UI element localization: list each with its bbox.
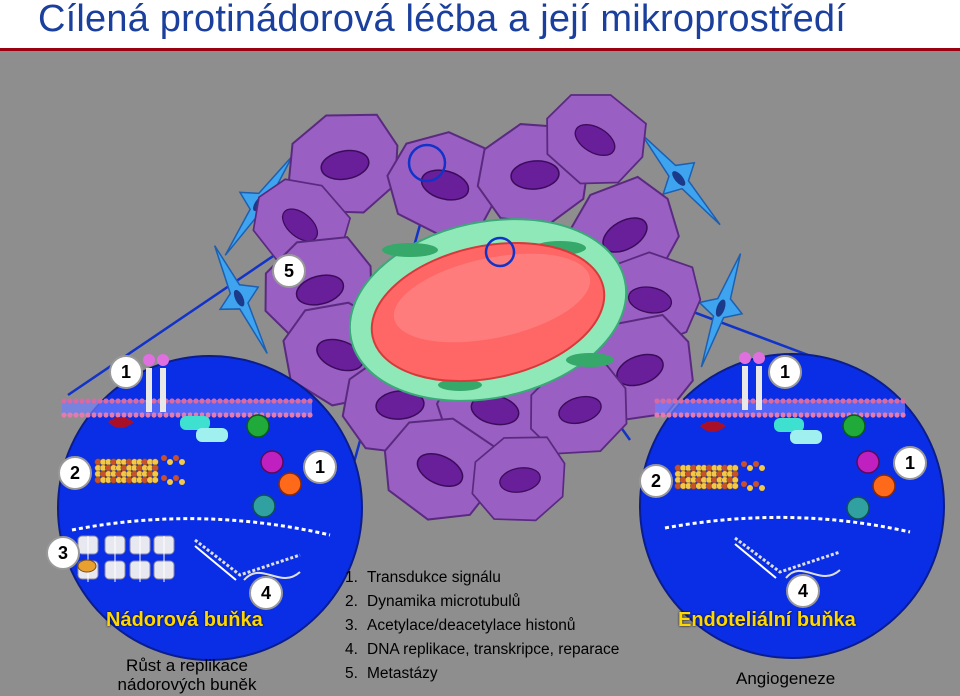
endothelial-cell-panel	[639, 352, 945, 659]
marker-right-signal: 1	[893, 446, 927, 480]
marker-left-dna: 4	[249, 576, 283, 610]
signal-protein-cyan	[774, 418, 804, 432]
tumor-cell-label: Nádorová buňka	[106, 609, 263, 631]
marker-left-microtubule: 2	[58, 456, 92, 490]
histone-enzyme	[77, 559, 97, 573]
kinase-teal	[846, 496, 870, 520]
receptor	[143, 354, 169, 412]
marker-right-receptor: 1	[768, 355, 802, 389]
tumor-cell-caption: Růst a replikace nádorových buněk	[92, 656, 282, 694]
zoom-circle-endothelial	[484, 236, 516, 268]
signal-protein-lightblue	[196, 428, 228, 442]
kinase-green	[246, 414, 270, 438]
nuclear-membrane	[71, 517, 331, 537]
legend-item: 3.Acetylace/deacetylace histonů	[345, 617, 576, 634]
signal-protein-red	[108, 417, 134, 428]
legend-list: 1.Transdukce signálu 2.Dynamika microtub…	[345, 566, 619, 686]
cell-membrane	[61, 398, 313, 418]
kinase-magenta	[856, 450, 880, 474]
signal-protein-cyan	[180, 416, 210, 430]
microtubule	[94, 455, 185, 485]
kinase-orange	[872, 474, 896, 498]
dna-replication-fork	[194, 538, 301, 581]
zoom-circle-tumor	[407, 143, 447, 183]
marker-left-histone: 3	[46, 536, 80, 570]
marker-metastasis: 5	[272, 254, 306, 288]
kinase-green	[842, 414, 866, 438]
dna-replication-fork	[734, 536, 841, 579]
legend-item: 1.Transdukce signálu	[345, 569, 501, 586]
marker-left-receptor: 1	[109, 355, 143, 389]
endothelial-cell-label: Endoteliální buňka	[678, 609, 856, 631]
kinase-magenta	[260, 450, 284, 474]
legend-item: 4.DNA replikace, transkripce, reparace	[345, 641, 620, 658]
signal-protein-lightblue	[790, 430, 822, 444]
legend-item: 5.Metastázy	[345, 665, 438, 682]
page-title: Cílená protinádorová léčba a její mikrop…	[38, 0, 847, 40]
signal-protein-red	[700, 421, 726, 432]
cell-membrane	[654, 398, 906, 418]
nuclear-membrane	[664, 515, 911, 534]
title-rule	[0, 48, 960, 51]
marker-left-signal: 1	[303, 450, 337, 484]
marker-right-microtubule: 2	[639, 464, 673, 498]
microtubule	[674, 461, 765, 491]
endothelial-caption: Angiogeneze	[736, 669, 836, 688]
kinase-orange	[278, 472, 302, 496]
marker-right-dna: 4	[786, 574, 820, 608]
tumor-caption-line2: nádorových buněk	[117, 675, 257, 694]
title-bar	[0, 0, 960, 48]
legend-item: 2.Dynamika microtubulů	[345, 593, 521, 610]
receptor	[739, 352, 765, 410]
blood-vessel	[348, 218, 628, 402]
tumor-cell-panel	[57, 354, 363, 661]
tumor-caption-line1: Růst a replikace	[126, 656, 248, 675]
kinase-teal	[252, 494, 276, 518]
